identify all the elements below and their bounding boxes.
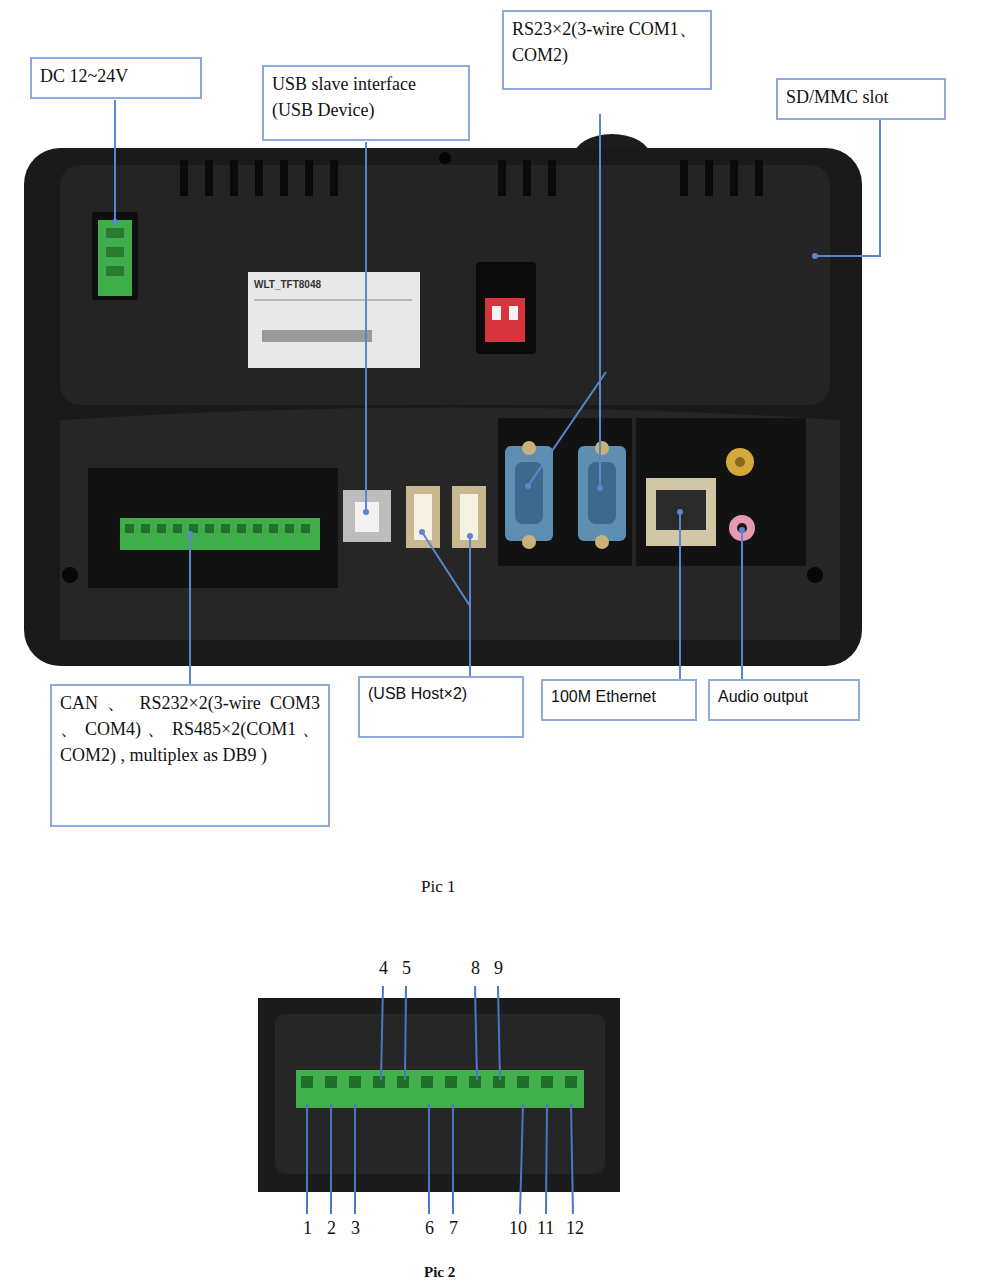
terminal-well	[88, 468, 338, 588]
terminal-block	[296, 1070, 584, 1108]
figure-caption: Pic 2	[424, 1264, 455, 1281]
callout-number: 1	[303, 1218, 312, 1239]
callout-box: (USB Host×2)	[358, 676, 524, 738]
product-sticker	[248, 272, 420, 368]
callout-number: 12	[566, 1218, 584, 1239]
lower-panel	[60, 408, 840, 641]
terminal-closeup	[258, 986, 620, 1214]
antenna-jack	[726, 448, 754, 476]
closeup-panel	[258, 998, 620, 1192]
device-body	[24, 134, 862, 666]
callout-box: CAN 、 RS232×2(3-wire COM3 、 COM4) 、 RS48…	[50, 684, 330, 827]
callout-number: 10	[509, 1218, 527, 1239]
usb-a-port	[406, 486, 440, 548]
callout-box: USB slave interface (USB Device)	[262, 65, 470, 141]
leader-lines	[115, 100, 880, 684]
upper-panel	[60, 165, 830, 405]
dip-switch	[485, 298, 525, 342]
usb-a-port	[452, 486, 486, 548]
net-well	[636, 418, 806, 566]
callout-text: DC 12~24V	[40, 63, 192, 89]
power-connector	[98, 220, 132, 296]
callout-number: 6	[425, 1218, 434, 1239]
callout-text: 100M Ethernet	[551, 685, 687, 709]
power-socket	[92, 212, 138, 300]
figure-caption: Pic 1	[421, 877, 455, 897]
callout-text: RS23×2(3-wire COM1、COM2)	[512, 16, 702, 68]
db9-port	[578, 446, 626, 541]
callout-box: SD/MMC slot	[776, 78, 946, 120]
callout-box: RS23×2(3-wire COM1、COM2)	[502, 10, 712, 90]
callout-text: USB slave interface (USB Device)	[272, 71, 460, 123]
callout-number: 4	[379, 958, 388, 979]
callout-box: Audio output	[708, 679, 860, 721]
callout-number: 9	[494, 958, 503, 979]
callout-text: SD/MMC slot	[786, 84, 936, 110]
housing	[24, 148, 862, 666]
callout-number: 3	[351, 1218, 360, 1239]
callout-text: (USB Host×2)	[368, 682, 514, 706]
callout-box: DC 12~24V	[30, 57, 202, 99]
callout-text: CAN 、 RS232×2(3-wire COM3 、 COM4) 、 RS48…	[60, 690, 320, 768]
callout-number: 5	[402, 958, 411, 979]
pin-leaders	[307, 986, 573, 1214]
callout-text: Audio output	[718, 685, 850, 709]
callout-number: 2	[327, 1218, 336, 1239]
sticker-text: WLT_TFT8048	[254, 279, 321, 290]
terminal-block	[120, 518, 320, 550]
switch-well	[476, 262, 536, 354]
callout-box: 100M Ethernet	[541, 679, 697, 721]
callout-number: 11	[537, 1218, 554, 1239]
callout-number: 7	[449, 1218, 458, 1239]
callout-number: 8	[471, 958, 480, 979]
db9-well	[498, 418, 632, 566]
vents	[180, 160, 763, 196]
